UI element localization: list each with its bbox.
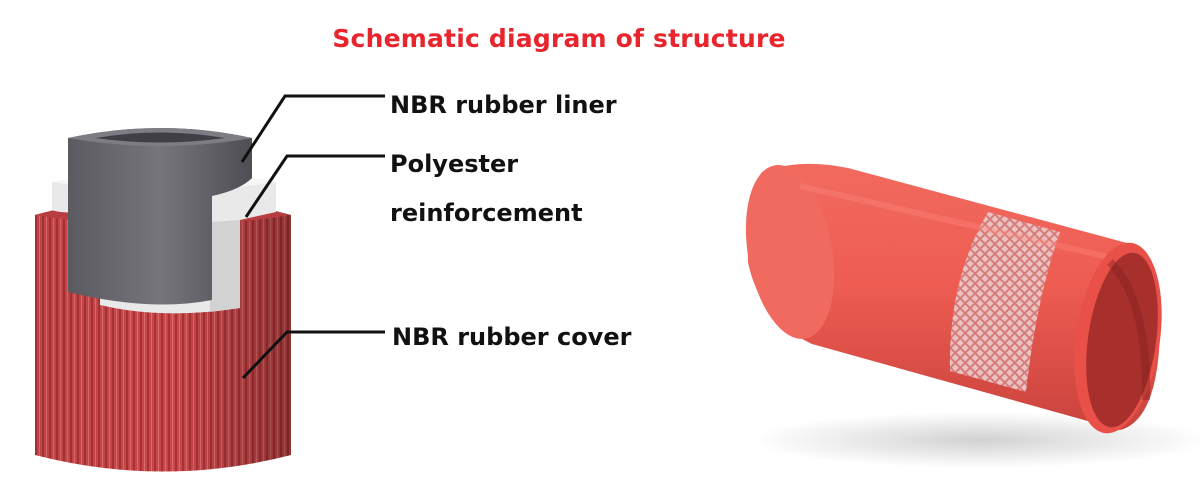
- hose-illustration: [745, 163, 1200, 468]
- label-nbr-rubber-liner: NBR rubber liner: [390, 91, 617, 119]
- leader-line-cover: [241, 330, 385, 380]
- leader-line-liner: [240, 94, 385, 163]
- leader-lines: [240, 94, 385, 380]
- liner-layer: [68, 128, 252, 305]
- structure-schematic: [35, 128, 291, 472]
- label-polyester: Polyester: [390, 150, 519, 178]
- hose-body: [747, 163, 1160, 431]
- hose-mesh-band: [949, 212, 1060, 392]
- leader-line-reinforcement: [244, 154, 385, 218]
- diagram-title: Schematic diagram of structure: [332, 24, 786, 53]
- label-nbr-rubber-cover: NBR rubber cover: [392, 323, 632, 351]
- label-reinforcement: reinforcement: [390, 199, 583, 227]
